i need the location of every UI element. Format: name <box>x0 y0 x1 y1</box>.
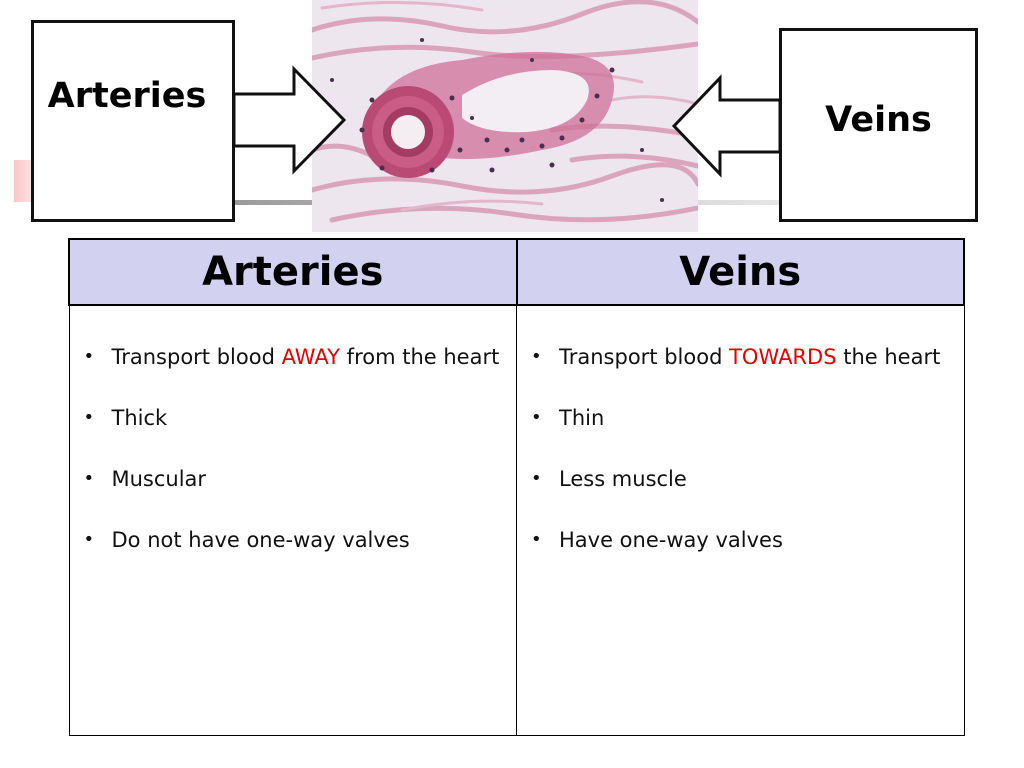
veins-point-text: Transport blood <box>559 345 730 369</box>
veins-list: Transport blood TOWARDS the heart Thin L… <box>529 342 954 555</box>
left-arrow-icon <box>671 74 782 178</box>
veins-cell: Transport blood TOWARDS the heart Thin L… <box>516 304 965 736</box>
list-item: Transport blood AWAY from the heart <box>82 342 507 372</box>
veins-point-text: the heart <box>836 345 941 369</box>
arteries-cell: Transport blood AWAY from the heart Thic… <box>68 304 517 736</box>
towards-highlight: TOWARDS <box>729 345 837 369</box>
decorative-accent-red <box>14 160 36 202</box>
veins-callout-box: Veins <box>779 28 978 222</box>
table-header-row: Arteries Veins <box>68 238 965 306</box>
header-veins: Veins <box>515 238 965 306</box>
arteries-point-text: Transport blood <box>111 345 282 369</box>
away-highlight: AWAY <box>281 345 340 369</box>
histology-image <box>312 0 698 232</box>
veins-callout-label: Veins <box>825 100 932 140</box>
arteries-callout-label: Arteries <box>47 76 207 116</box>
comparison-table: Arteries Veins Transport blood AWAY from… <box>68 238 965 736</box>
list-item: Muscular <box>82 464 507 494</box>
list-item: Thick <box>82 403 507 433</box>
table-row: Transport blood AWAY from the heart Thic… <box>68 304 965 736</box>
list-item: Do not have one-way valves <box>82 525 507 555</box>
header-arteries: Arteries <box>68 238 518 306</box>
arteries-list: Transport blood AWAY from the heart Thic… <box>82 342 507 555</box>
arteries-callout-box: Arteries <box>31 20 235 222</box>
list-item: Have one-way valves <box>529 525 954 555</box>
arteries-point-text: from the heart <box>340 345 500 369</box>
list-item: Thin <box>529 403 954 433</box>
list-item: Transport blood TOWARDS the heart <box>529 342 954 372</box>
list-item: Less muscle <box>529 464 954 494</box>
right-arrow-icon <box>232 65 347 175</box>
